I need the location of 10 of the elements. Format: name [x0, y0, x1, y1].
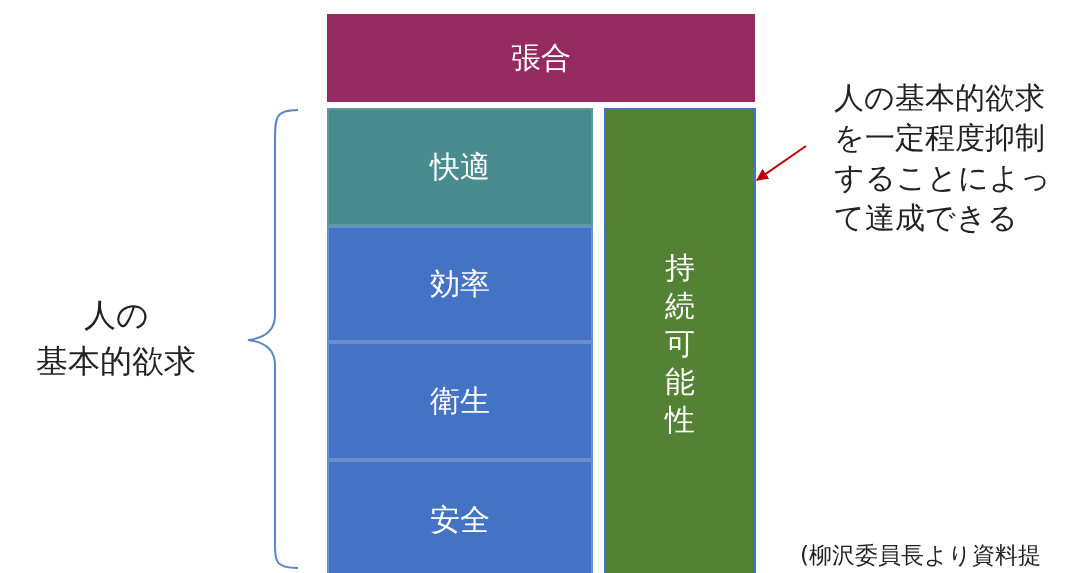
arrow	[756, 145, 807, 181]
category-box: 衛生	[327, 342, 593, 460]
source-note: (柳沢委員長より資料提	[800, 541, 1042, 570]
side-label: 人の基本的欲求	[35, 295, 197, 382]
sustainability-box: 持続可能性	[604, 108, 756, 573]
category-box: 効率	[327, 226, 593, 342]
callout-text: 人の基本的欲求を一定程度抑制することによって達成できる	[834, 78, 1062, 250]
category-box: 快適	[327, 108, 593, 226]
header-box: 張合	[327, 14, 755, 102]
category-box: 安全	[327, 460, 593, 573]
